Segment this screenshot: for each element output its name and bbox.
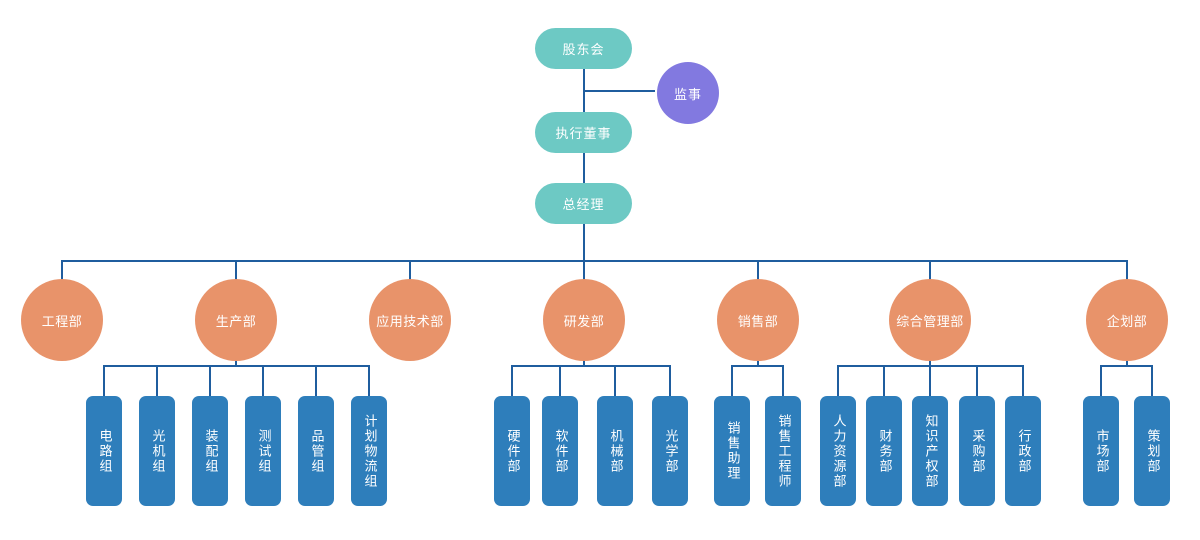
connector-rnd-stem <box>583 358 585 366</box>
node-team-production-6[interactable]: 计划物流组 <box>351 396 387 506</box>
connector-sales-stem <box>757 358 759 366</box>
connector-rnd-drop-2 <box>559 365 561 396</box>
connector-admin-drop-3 <box>929 365 931 396</box>
connector-production-drop-2 <box>156 365 158 396</box>
node-exec-director-label: 执行董事 <box>555 127 612 142</box>
connector-bus-to-production <box>235 260 237 280</box>
connector-production-drop-5 <box>315 365 317 396</box>
connector-bus-to-planning <box>1126 260 1128 280</box>
node-team-admin-5[interactable]: 行政部 <box>1005 396 1041 506</box>
node-shareholders-label: 股东会 <box>562 43 605 58</box>
connector-bus-to-sales <box>757 260 759 280</box>
connector-gm-to-bus <box>583 223 585 261</box>
connector-production-stem <box>235 358 237 366</box>
node-department-planning-label: 企划部 <box>1106 314 1148 330</box>
connector-admin-drop-5 <box>1022 365 1024 396</box>
node-team-sales-2[interactable]: 销售工程师 <box>765 396 801 506</box>
node-department-sales[interactable]: 销售部 <box>717 279 799 361</box>
connector-admin-stem <box>929 358 931 366</box>
node-department-admin-label: 综合管理部 <box>896 314 964 330</box>
node-team-rnd-1-label: 硬件部 <box>504 428 520 474</box>
connector-admin-drop-4 <box>976 365 978 396</box>
node-department-rnd[interactable]: 研发部 <box>543 279 625 361</box>
node-team-rnd-4-label: 光学部 <box>662 428 678 474</box>
node-team-production-2[interactable]: 光机组 <box>139 396 175 506</box>
node-team-sales-2-label: 销售工程师 <box>775 413 791 489</box>
node-team-admin-5-label: 行政部 <box>1015 428 1031 474</box>
node-supervisor-label: 监事 <box>673 87 702 103</box>
connector-planning-stem <box>1126 358 1128 366</box>
node-team-admin-3[interactable]: 知识产权部 <box>912 396 948 506</box>
connector-bus-to-admin <box>929 260 931 280</box>
connector-bus-to-rnd <box>583 260 585 280</box>
connector-production-drop-1 <box>103 365 105 396</box>
node-team-planning-2[interactable]: 策划部 <box>1134 396 1170 506</box>
connector-rnd-drop-1 <box>511 365 513 396</box>
node-team-production-3-label: 装配组 <box>202 428 218 474</box>
node-team-rnd-2[interactable]: 软件部 <box>542 396 578 506</box>
connector-sales-drop-1 <box>731 365 733 396</box>
connector-rnd-bus <box>511 365 670 367</box>
node-team-admin-4[interactable]: 采购部 <box>959 396 995 506</box>
connector-production-drop-6 <box>368 365 370 396</box>
node-shareholders[interactable]: 股东会 <box>535 28 632 69</box>
node-department-production-label: 生产部 <box>215 314 257 330</box>
node-team-production-1-label: 电路组 <box>96 428 112 474</box>
node-team-admin-4-label: 采购部 <box>969 428 985 474</box>
connector-rnd-drop-3 <box>614 365 616 396</box>
connector-planning-drop-2 <box>1151 365 1153 396</box>
node-team-rnd-3-label: 机械部 <box>607 428 623 474</box>
node-team-production-2-label: 光机组 <box>149 428 165 474</box>
node-team-sales-1-label: 销售助理 <box>724 421 740 481</box>
node-team-admin-2-label: 财务部 <box>876 428 892 474</box>
node-team-production-4-label: 测试组 <box>255 428 271 474</box>
node-team-production-6-label: 计划物流组 <box>361 413 377 489</box>
connector-sales-drop-2 <box>782 365 784 396</box>
node-team-admin-1[interactable]: 人力资源部 <box>820 396 856 506</box>
node-team-production-1[interactable]: 电路组 <box>86 396 122 506</box>
node-department-sales-label: 销售部 <box>737 314 779 330</box>
connector-planning-drop-1 <box>1100 365 1102 396</box>
connector-production-drop-3 <box>209 365 211 396</box>
node-team-production-3[interactable]: 装配组 <box>192 396 228 506</box>
node-team-rnd-3[interactable]: 机械部 <box>597 396 633 506</box>
connector-exec-to-gm <box>583 152 585 185</box>
node-department-planning[interactable]: 企划部 <box>1086 279 1168 361</box>
node-department-rnd-label: 研发部 <box>563 314 605 330</box>
connector-admin-drop-2 <box>883 365 885 396</box>
connector-production-drop-4 <box>262 365 264 396</box>
node-department-engineering-label: 工程部 <box>41 314 83 330</box>
connector-shareholders-to-supervisor <box>583 90 655 92</box>
node-supervisor[interactable]: 监事 <box>657 62 719 124</box>
node-team-rnd-4[interactable]: 光学部 <box>652 396 688 506</box>
node-exec-director[interactable]: 执行董事 <box>535 112 632 153</box>
node-department-apptech-label: 应用技术部 <box>376 314 444 330</box>
node-department-engineering[interactable]: 工程部 <box>21 279 103 361</box>
connector-production-bus <box>103 365 369 367</box>
node-department-production[interactable]: 生产部 <box>195 279 277 361</box>
connector-admin-drop-1 <box>837 365 839 396</box>
node-department-apptech[interactable]: 应用技术部 <box>369 279 451 361</box>
node-general-manager[interactable]: 总经理 <box>535 183 632 224</box>
connector-sales-bus <box>731 365 783 367</box>
node-general-manager-label: 总经理 <box>562 198 605 213</box>
connector-bus-to-apptech <box>409 260 411 280</box>
node-team-planning-1[interactable]: 市场部 <box>1083 396 1119 506</box>
connector-planning-bus <box>1100 365 1152 367</box>
node-team-production-4[interactable]: 测试组 <box>245 396 281 506</box>
node-team-planning-1-label: 市场部 <box>1093 428 1109 474</box>
connector-rnd-drop-4 <box>669 365 671 396</box>
node-team-admin-2[interactable]: 财务部 <box>866 396 902 506</box>
connector-department-bus <box>61 260 1127 262</box>
node-team-rnd-2-label: 软件部 <box>552 428 568 474</box>
node-team-planning-2-label: 策划部 <box>1144 428 1160 474</box>
node-department-admin[interactable]: 综合管理部 <box>889 279 971 361</box>
node-team-production-5-label: 品管组 <box>308 428 324 474</box>
node-team-admin-1-label: 人力资源部 <box>830 413 846 489</box>
connector-bus-to-engineering <box>61 260 63 280</box>
node-team-admin-3-label: 知识产权部 <box>922 413 938 489</box>
node-team-production-5[interactable]: 品管组 <box>298 396 334 506</box>
node-team-sales-1[interactable]: 销售助理 <box>714 396 750 506</box>
node-team-rnd-1[interactable]: 硬件部 <box>494 396 530 506</box>
